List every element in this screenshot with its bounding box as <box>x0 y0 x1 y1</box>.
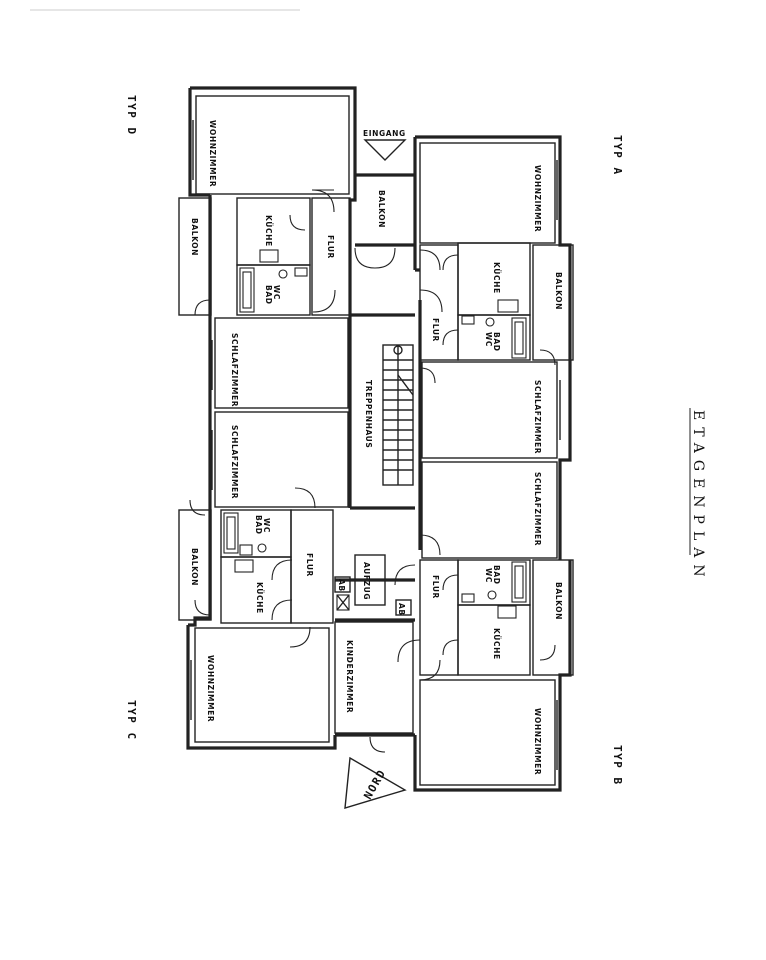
flur-b <box>419 559 459 676</box>
label-bad-d: BAD <box>264 285 273 305</box>
label-schlafzimmer-d1: SCHLAFZIMMER <box>230 333 239 407</box>
label-ab-right: AB <box>397 603 406 616</box>
label-kueche-b: KÜCHE <box>492 628 501 660</box>
outer-wall-right-wing <box>413 135 572 792</box>
label-ab-left: AB <box>337 579 346 592</box>
label-wohnzimmer-a: WOHNZIMMER <box>533 165 542 232</box>
kinderzimmer <box>334 621 414 734</box>
label-schlafzimmer-d2: SCHLAFZIMMER <box>230 425 239 499</box>
staircase <box>382 344 414 486</box>
label-flur-a: FLUR <box>431 318 440 342</box>
core-wall <box>335 173 415 737</box>
label-typ-a: TYP A <box>611 135 624 176</box>
schlafzimmer-d2 <box>214 411 349 508</box>
label-schlafzimmer-a1: SCHLAFZIMMER <box>533 380 542 454</box>
balkon-a <box>532 244 574 361</box>
label-schlafzimmer-a2: SCHLAFZIMMER <box>533 472 542 546</box>
schlafzimmer-a1 <box>421 361 558 459</box>
label-flur-b: FLUR <box>431 575 440 599</box>
label-flur-c: FLUR <box>305 553 314 577</box>
label-kueche-c: KÜCHE <box>255 582 264 614</box>
entrance-marker: EINGANG <box>363 129 407 161</box>
fixtures <box>190 120 561 770</box>
label-wc-b: WC <box>484 568 493 583</box>
label-aufzug: AUFZUG <box>362 562 371 600</box>
label-kueche-d: KÜCHE <box>264 215 273 247</box>
label-typ-b: TYP B <box>611 745 624 786</box>
balkon-b <box>532 559 574 676</box>
label-kinderzimmer: KINDERZIMMER <box>345 640 354 713</box>
label-balkon-d: BALKON <box>190 218 199 256</box>
label-typ-c: TYP C <box>125 700 138 741</box>
entrance-label: EINGANG <box>363 129 406 138</box>
label-balkon-c: BALKON <box>190 548 199 586</box>
plan-title: ETAGENPLAN <box>690 410 706 584</box>
label-wohnzimmer-c: WOHNZIMMER <box>206 655 215 722</box>
label-wc-d: WC <box>272 285 281 300</box>
label-balkon-b: BALKON <box>554 582 563 620</box>
balkon-d <box>178 197 212 316</box>
north-arrow: NORD <box>344 756 407 809</box>
bad-d <box>236 264 311 316</box>
flur-c <box>290 509 334 624</box>
label-bad-b: BAD <box>492 565 501 585</box>
ab-right <box>395 599 412 616</box>
label-flur-d: FLUR <box>326 235 335 259</box>
wohnzimmer-c <box>194 627 330 743</box>
label-wc-a: WC <box>484 332 493 347</box>
flur-a <box>419 244 459 361</box>
label-balkon-core: BALKON <box>377 190 386 228</box>
label-bad-a: BAD <box>492 332 501 352</box>
label-typ-d: TYP D <box>125 95 138 136</box>
wohnzimmer-b <box>419 679 556 786</box>
balkon-c <box>178 509 212 621</box>
schlafzimmer-d1 <box>214 317 349 409</box>
door-swings <box>189 189 556 753</box>
label-balkon-a: BALKON <box>554 272 563 310</box>
label-wohnzimmer-d: WOHNZIMMER <box>208 120 217 187</box>
label-kueche-a: KÜCHE <box>492 262 501 294</box>
label-wc-c: WC <box>262 518 271 533</box>
label-wohnzimmer-b: WOHNZIMMER <box>533 708 542 775</box>
schlafzimmer-a2 <box>421 461 558 559</box>
label-bad-c: BAD <box>254 515 263 535</box>
wohnzimmer-d <box>195 95 350 195</box>
label-treppenhaus: TREPPENHAUS <box>364 380 373 448</box>
ab-left <box>334 576 351 593</box>
aufzug <box>354 554 386 606</box>
